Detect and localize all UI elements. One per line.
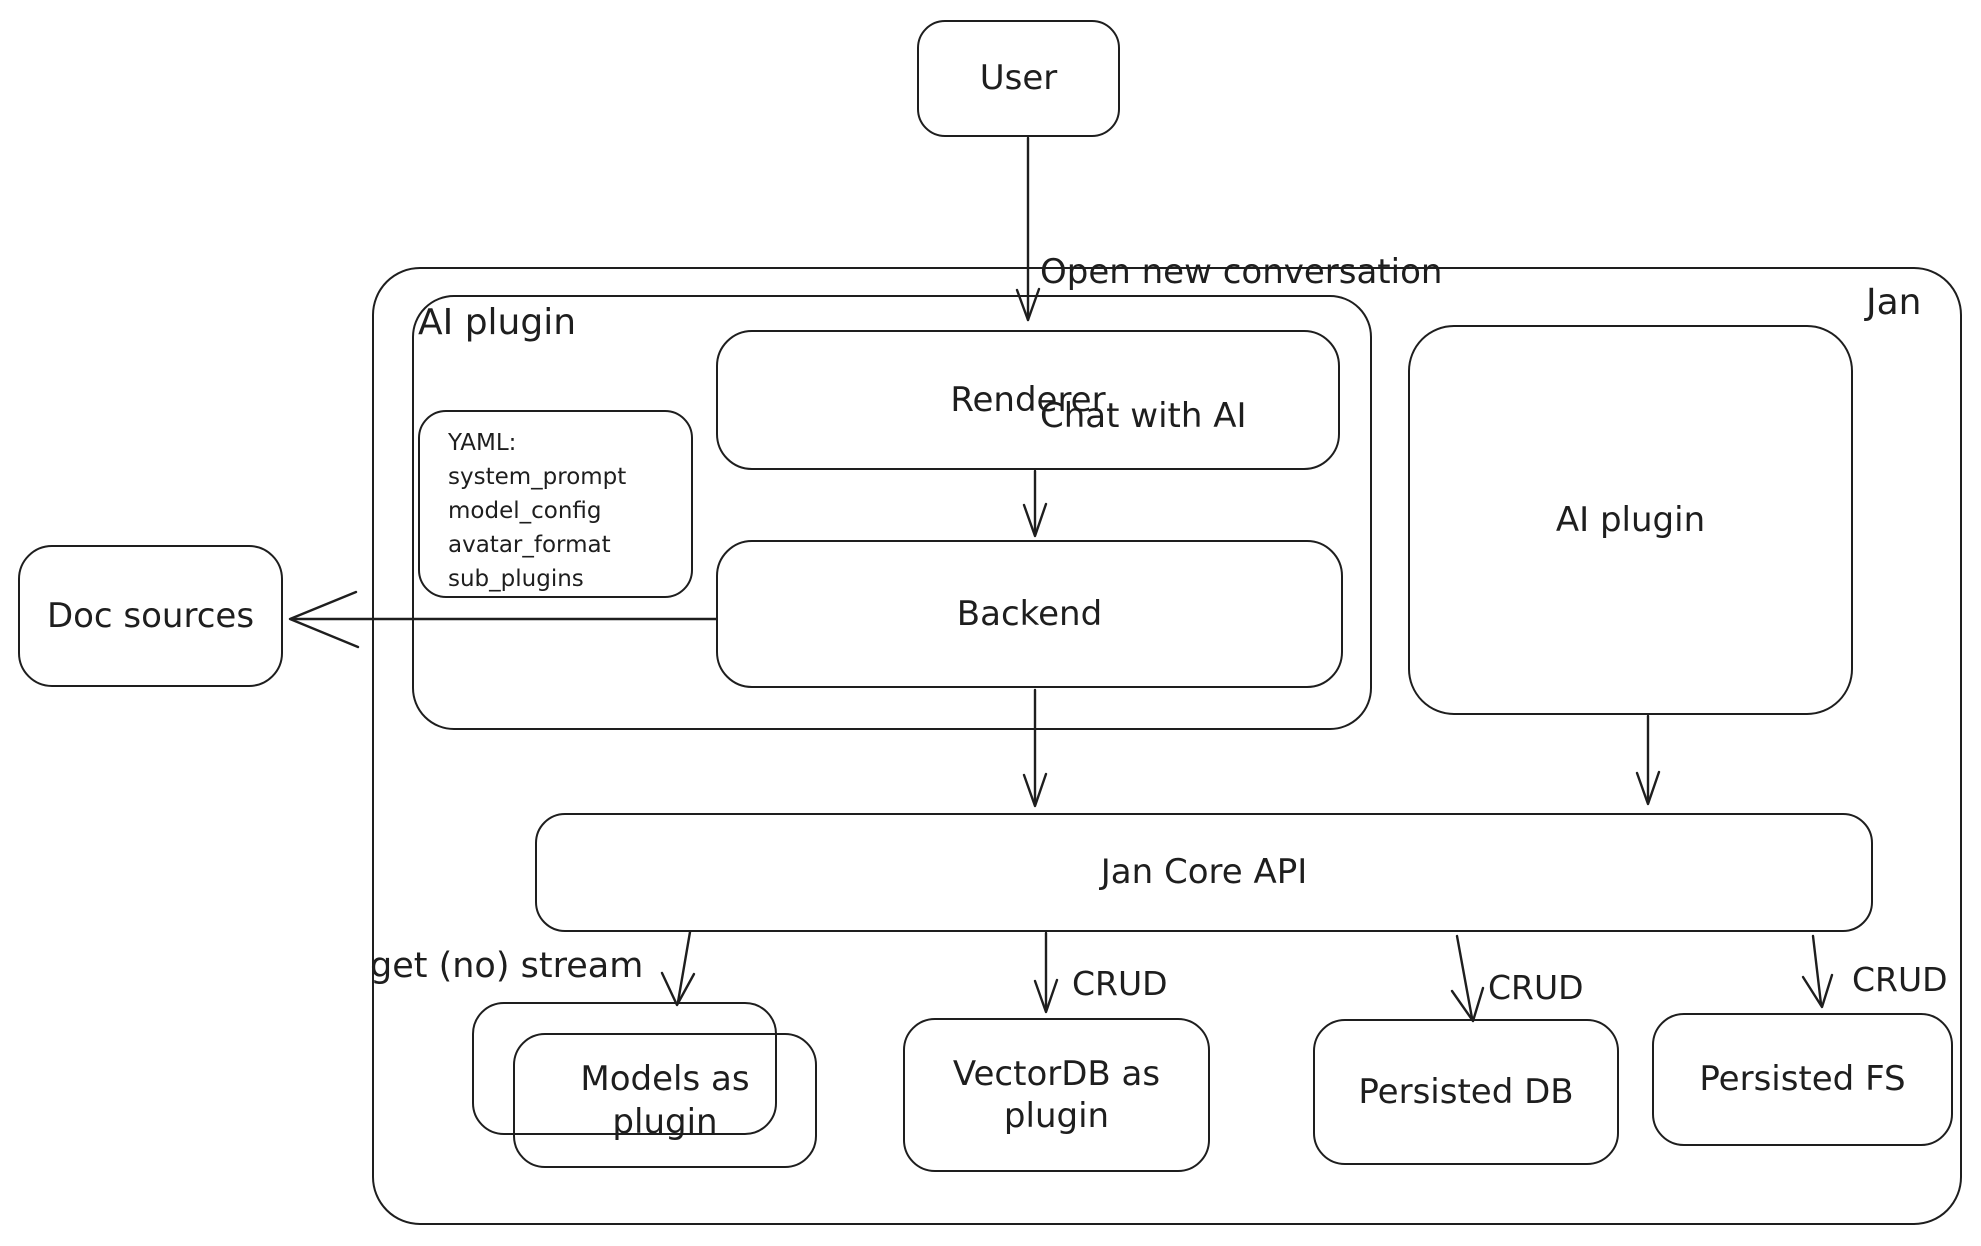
node-user-label: User — [979, 58, 1058, 99]
note-yaml-config: YAML: system_prompt model_config avatar_… — [418, 410, 693, 598]
node-persisted-db: Persisted DB — [1313, 1019, 1619, 1165]
node-persisted-fs: Persisted FS — [1652, 1013, 1953, 1146]
edge-label-crud-persisted-fs: CRUD — [1852, 960, 1948, 999]
node-backend-label: Backend — [956, 593, 1103, 634]
node-models-as-plugin-label: Models as plugin — [580, 1059, 750, 1142]
node-vectordb-as-plugin: VectorDB as plugin — [903, 1018, 1210, 1172]
node-persisted-db-label: Persisted DB — [1358, 1071, 1574, 1112]
node-persisted-fs-label: Persisted FS — [1699, 1059, 1906, 1100]
node-ai-plugin-right-label: AI plugin — [1555, 499, 1706, 540]
edge-label-crud-persisted-db: CRUD — [1488, 968, 1584, 1007]
yaml-line: avatar_format — [448, 532, 611, 558]
node-backend: Backend — [716, 540, 1343, 688]
node-jan-core-api: Jan Core API — [535, 813, 1873, 932]
node-vectordb-as-plugin-label: VectorDB as plugin — [952, 1053, 1161, 1137]
node-user: User — [917, 20, 1120, 137]
edge-label-open-conversation: Open new conversation — [1040, 252, 1443, 292]
node-renderer: Renderer — [716, 330, 1340, 470]
node-models-as-plugin-back — [472, 1002, 777, 1135]
yaml-line: sub_plugins — [448, 566, 584, 592]
node-jan-core-api-label: Jan Core API — [1100, 852, 1308, 893]
edge-label-user-flow: Open new conversation Chat with AI — [1040, 152, 1442, 536]
edge-label-crud-vectordb: CRUD — [1072, 964, 1168, 1003]
node-doc-sources: Doc sources — [18, 545, 283, 687]
yaml-line: model_config — [448, 498, 602, 524]
edge-label-chat-with-ai: Chat with AI — [1040, 396, 1247, 436]
container-ai-plugin-left-label: AI plugin — [418, 302, 577, 343]
yaml-line: system_prompt — [448, 464, 627, 490]
node-renderer-label: Renderer — [950, 379, 1106, 420]
container-ai-plugin-left — [412, 295, 1372, 730]
yaml-line: YAML: — [448, 430, 517, 456]
edge-label-get-no-stream: get (no) stream — [370, 946, 644, 986]
container-jan-label: Jan — [1866, 282, 1922, 323]
node-doc-sources-label: Doc sources — [46, 595, 255, 636]
node-ai-plugin-right: AI plugin — [1408, 325, 1853, 715]
container-jan — [372, 267, 1962, 1225]
node-models-as-plugin: Models as plugin — [513, 1033, 817, 1168]
